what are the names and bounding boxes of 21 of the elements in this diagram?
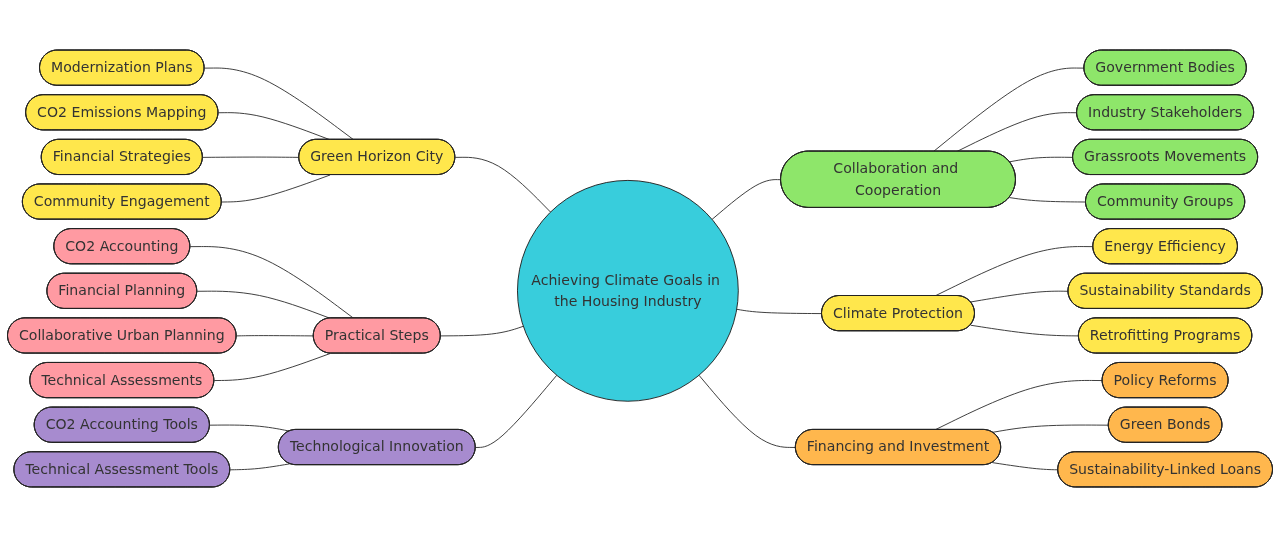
connector [236, 335, 315, 337]
connector [475, 374, 558, 448]
connector [1009, 197, 1087, 203]
connector [204, 67, 355, 141]
connector [229, 463, 291, 471]
connector [970, 290, 1069, 303]
connector [992, 462, 1059, 471]
node-circle: Achieving Climate Goals in the Housing Industry [517, 179, 739, 402]
connector [440, 325, 524, 337]
connector [202, 156, 300, 158]
connector [698, 374, 797, 448]
connector [1009, 156, 1074, 163]
connector [454, 156, 551, 213]
connector [213, 353, 331, 382]
connector [992, 424, 1110, 433]
connector [221, 174, 331, 203]
connector [736, 308, 823, 315]
connector [711, 179, 782, 220]
connector [956, 112, 1078, 152]
connector [933, 67, 1085, 152]
connector [970, 324, 1080, 337]
